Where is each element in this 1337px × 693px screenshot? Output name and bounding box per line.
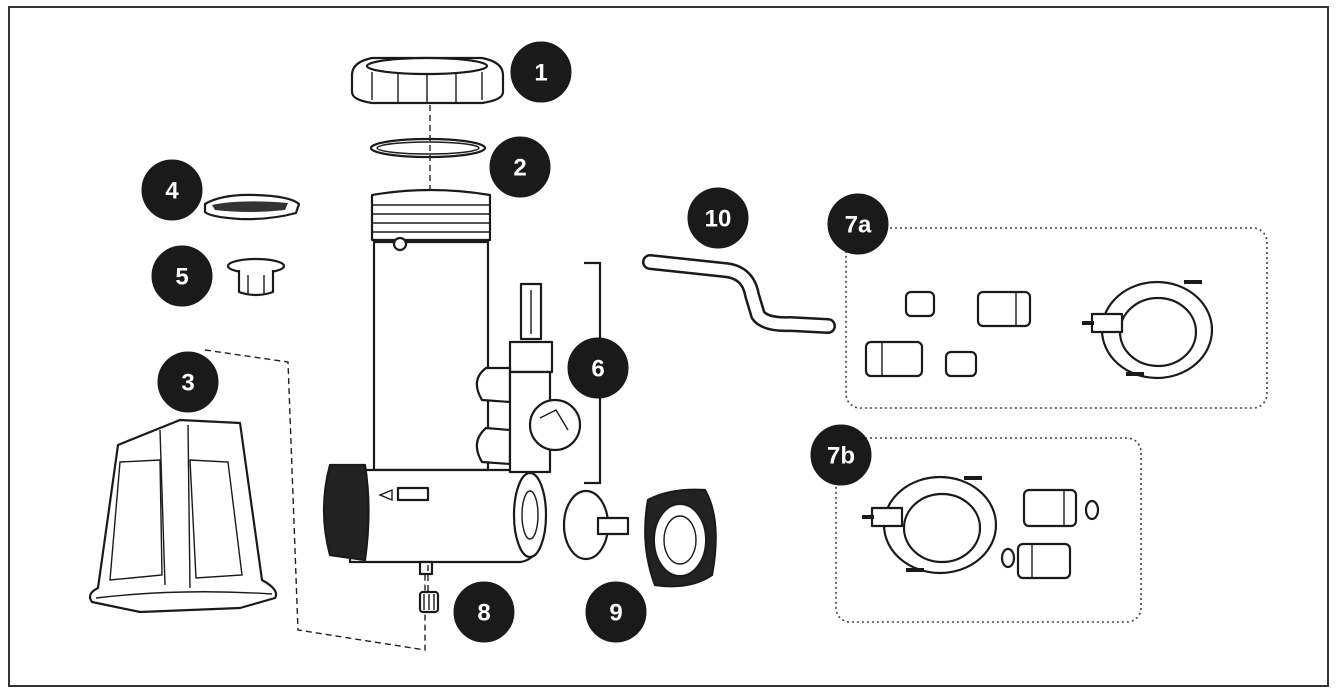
- callout-3-label: 3: [181, 370, 194, 397]
- kit-7b-parts: [862, 475, 1100, 580]
- callout-6: 6: [567, 337, 629, 399]
- part-5-cap: [226, 257, 286, 297]
- callout-8: 8: [453, 581, 515, 643]
- callout-2: 2: [489, 136, 551, 198]
- part-4-disk: [203, 193, 301, 221]
- callout-9-label: 9: [609, 600, 622, 627]
- assembly-line-stand: [204, 349, 426, 651]
- part-6-valve-assembly: [475, 282, 582, 474]
- callout-7a-label: 7a: [845, 212, 872, 239]
- part-10-tube: [644, 256, 834, 332]
- kit-7a-box: [845, 227, 1268, 409]
- part-8-drain-plug: [418, 565, 440, 614]
- callout-7b-label: 7b: [827, 443, 855, 470]
- callout-1-label: 1: [534, 60, 547, 87]
- kit-7b-box: [835, 437, 1142, 623]
- callout-3: 3: [157, 351, 219, 413]
- callout-4-label: 4: [165, 178, 179, 205]
- part-3-stand: [88, 418, 278, 614]
- callout-8-label: 8: [477, 600, 490, 627]
- callout-1: 1: [510, 41, 572, 103]
- callout-7b: 7b: [810, 424, 872, 486]
- callout-10: 10: [687, 187, 749, 249]
- callout-7a: 7a: [827, 193, 889, 255]
- part-9-union: [562, 488, 717, 588]
- callout-9: 9: [585, 581, 647, 643]
- main-body: [322, 188, 548, 576]
- callout-5-label: 5: [175, 264, 188, 291]
- callout-4: 4: [141, 159, 203, 221]
- callout-5: 5: [151, 245, 213, 307]
- callout-10-label: 10: [705, 206, 732, 233]
- callout-6-label: 6: [591, 356, 604, 383]
- part-1-lid: [350, 56, 505, 105]
- callout-2-label: 2: [513, 155, 526, 182]
- kit-7a-parts: [864, 280, 1214, 380]
- part-2-o-ring: [369, 137, 487, 159]
